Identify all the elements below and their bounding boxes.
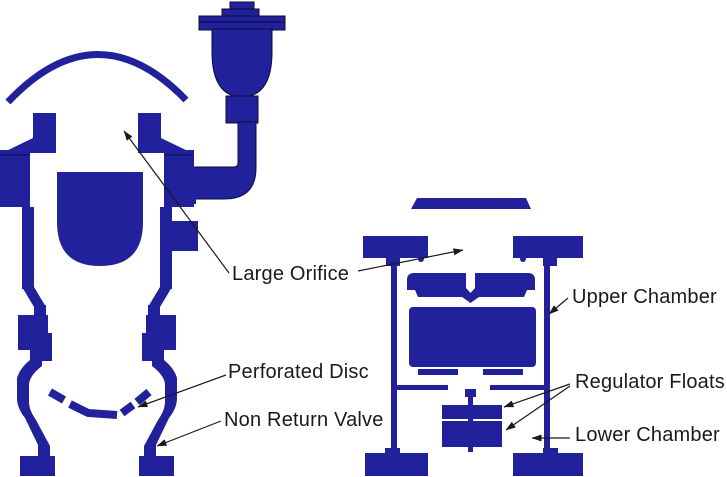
leader-large-orifice-right — [357, 248, 464, 272]
small-valve-neck — [225, 95, 259, 124]
lower-flange-right — [513, 453, 583, 476]
regulator-float-upper — [442, 405, 502, 419]
leader-perforated-disc — [137, 374, 227, 408]
chamber-wall-left — [391, 258, 397, 454]
small-valve-bell — [211, 28, 273, 98]
leader-upper-chamber — [548, 297, 569, 315]
label-regulator-floats: Regulator Floats — [575, 371, 725, 393]
left-valve-assembly — [0, 1, 286, 476]
leader-large-orifice-left — [123, 130, 230, 274]
dome-cover-arc — [5, 51, 189, 105]
label-perforated-disc: Perforated Disc — [228, 361, 369, 383]
main-float — [409, 307, 536, 367]
large-float — [57, 172, 143, 266]
top-cap — [411, 198, 531, 209]
leader-non-return-valve — [156, 420, 222, 447]
leader-regulator-floats-1 — [503, 383, 571, 408]
leader-regulator-floats-2 — [505, 385, 571, 431]
right-valve-assembly — [363, 198, 583, 476]
partition-right — [490, 385, 545, 390]
leader-lines — [123, 130, 571, 447]
chamber-wall-right — [544, 258, 550, 454]
left-valve-body-right-wall — [138, 113, 198, 476]
partition-left — [392, 385, 448, 390]
lower-flange-left — [365, 453, 428, 476]
upper-flange-left — [363, 236, 428, 258]
label-lower-chamber: Lower Chamber — [575, 424, 720, 446]
left-valve-body-left-wall — [0, 113, 56, 476]
upper-flange-right — [513, 236, 583, 258]
label-upper-chamber: Upper Chamber — [572, 286, 717, 308]
label-large-orifice: Large Orifice — [232, 263, 350, 285]
regulator-float-stack — [442, 389, 502, 452]
small-air-valve — [198, 1, 286, 124]
upper-chamber-float — [407, 273, 535, 303]
elbow-pipe — [185, 121, 257, 200]
label-non-return-valve: Non Return Valve — [224, 409, 384, 431]
perforated-disc — [48, 388, 152, 419]
regulator-float-lower — [442, 421, 502, 447]
